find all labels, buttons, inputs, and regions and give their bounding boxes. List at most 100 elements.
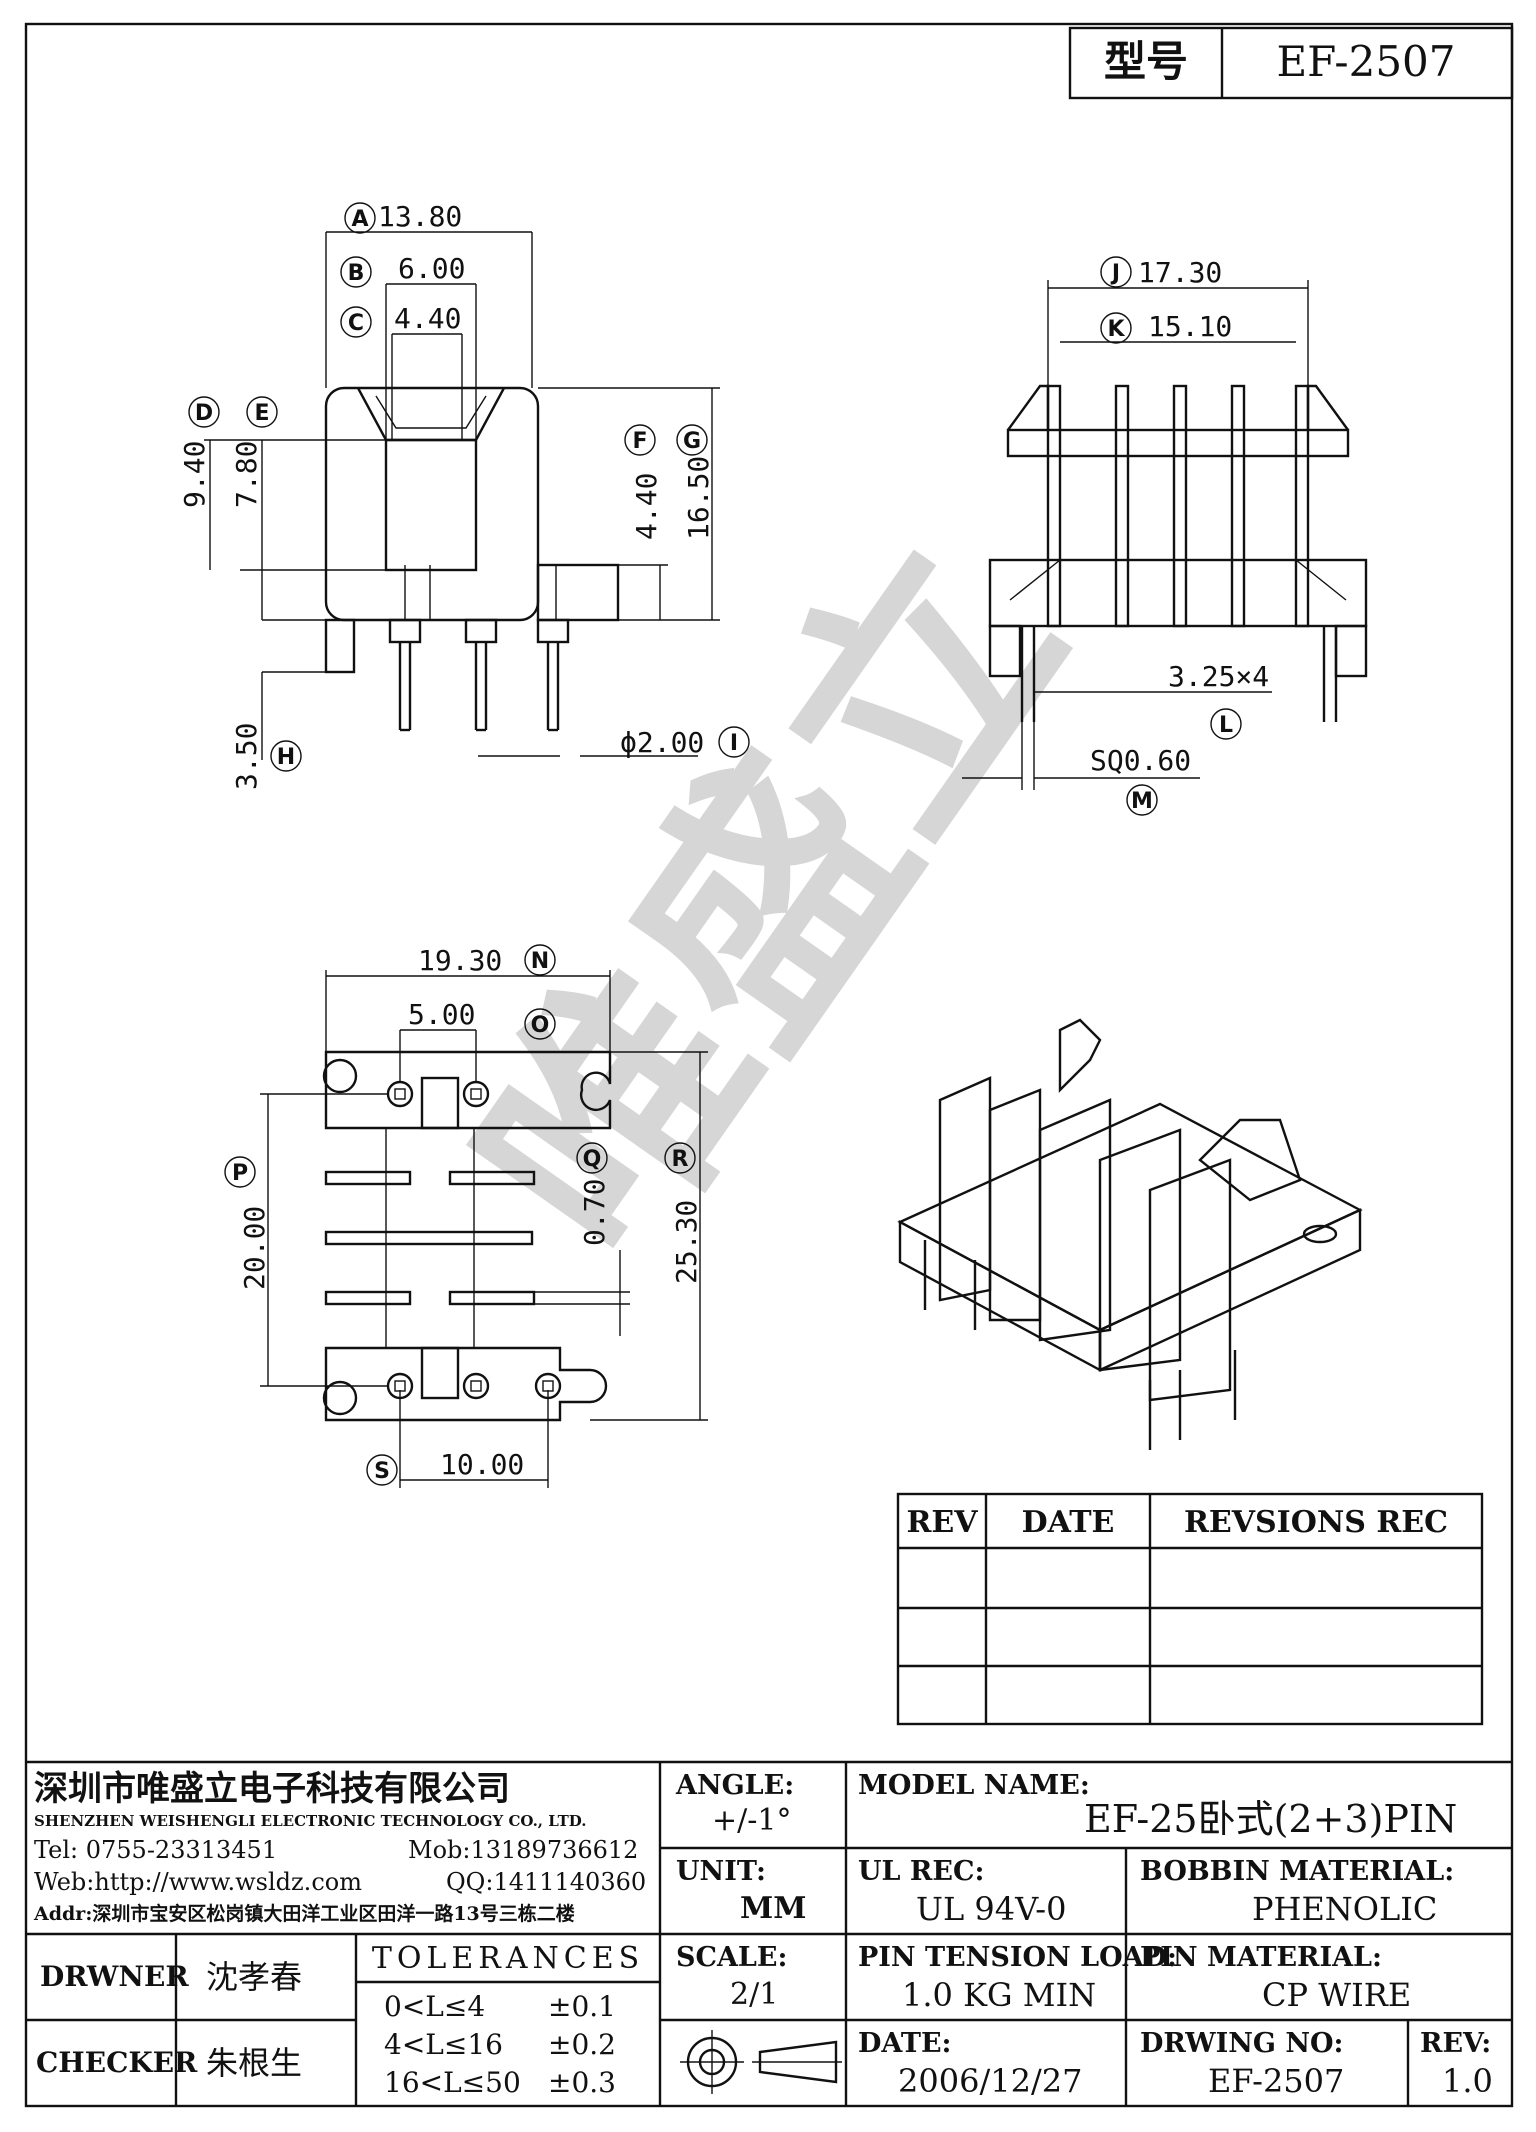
- bobbin-material-value: PHENOLIC: [1252, 1890, 1437, 1928]
- callout-P: P: [224, 1156, 256, 1188]
- callout-G: G: [676, 424, 708, 456]
- company-name-cn: 深圳市唯盛立电子科技有限公司: [34, 1769, 510, 1809]
- callout-F: F: [624, 424, 656, 456]
- callout-N: N: [524, 944, 556, 976]
- rev-label: REV:: [1420, 2028, 1491, 2059]
- pin-tension-value: 1.0 KG MIN: [902, 1976, 1096, 2014]
- drawner-label: DRWNER: [40, 1960, 189, 1993]
- company-mob: Mob:13189736612: [408, 1836, 638, 1864]
- dim-F: 4.40: [630, 473, 663, 540]
- model-label: 型号: [1104, 37, 1188, 86]
- dim-K: 15.10: [1148, 310, 1232, 343]
- drawing-no-value: EF-2507: [1208, 2062, 1344, 2100]
- sheet-border: [24, 22, 1514, 2108]
- dim-C: 4.40: [394, 302, 461, 335]
- svg-text:J: J: [1110, 261, 1120, 286]
- dim-H: 3.50: [230, 723, 263, 790]
- front-view: 13.80 6.00 4.40 9.40 7.80 4.40 16.50 3.5…: [178, 200, 720, 790]
- callout-H: H: [270, 740, 302, 772]
- dim-A: 13.80: [378, 200, 462, 233]
- callout-D: D: [188, 396, 220, 428]
- model-name-label: MODEL NAME:: [858, 1770, 1090, 1801]
- dim-O: 5.00: [408, 998, 475, 1031]
- model-box: [1068, 26, 1514, 100]
- revision-table: REV DATE REVSIONS REC: [896, 1492, 1484, 1726]
- dim-D: 9.40: [178, 441, 211, 508]
- svg-text:F: F: [632, 429, 647, 454]
- dim-R: 25.30: [670, 1200, 703, 1284]
- tolerance-value-2: ±0.2: [548, 2028, 616, 2061]
- svg-text:I: I: [730, 731, 738, 756]
- pin-material-label: PIN MATERIAL:: [1140, 1942, 1382, 1973]
- bobbin-material-label: BOBBIN MATERIAL:: [1140, 1856, 1454, 1887]
- angle-label: ANGLE:: [675, 1770, 794, 1801]
- unit-value: MM: [740, 1891, 806, 1926]
- dim-L: 3.25×4: [1168, 660, 1269, 693]
- svg-text:G: G: [683, 429, 701, 454]
- callout-O: O: [524, 1008, 556, 1040]
- tolerance-range-1: 0<L≤4: [384, 1990, 485, 2023]
- svg-text:A: A: [351, 207, 368, 232]
- dim-P: 20.00: [238, 1206, 271, 1290]
- checker-label: CHECKER: [36, 2046, 198, 2079]
- title-block: 深圳市唯盛立电子科技有限公司 SHENZHEN WEISHENGLI ELECT…: [26, 1760, 1512, 2106]
- svg-text:H: H: [277, 745, 295, 770]
- drawner-value: 沈孝春: [206, 1958, 302, 1996]
- company-address: Addr:深圳市宝安区松岗镇大田洋工业区田洋一路13号三栋二楼: [33, 1902, 575, 1925]
- callout-A: A: [344, 202, 376, 234]
- checker-value: 朱根生: [206, 2044, 302, 2082]
- callout-B: B: [340, 256, 372, 288]
- dim-J: 17.30: [1138, 256, 1222, 289]
- svg-text:Q: Q: [583, 1147, 602, 1172]
- rev-header-date: DATE: [1022, 1505, 1115, 1540]
- dim-M: SQ0.60: [1090, 744, 1191, 777]
- tolerance-range-2: 4<L≤16: [384, 2028, 503, 2061]
- svg-text:R: R: [672, 1147, 689, 1172]
- ul-rec-label: UL REC:: [858, 1856, 984, 1887]
- tolerance-value-1: ±0.1: [548, 1990, 616, 2023]
- callout-I: I: [718, 726, 750, 758]
- unit-label: UNIT:: [676, 1856, 766, 1887]
- svg-text:N: N: [531, 949, 549, 974]
- company-name-en: SHENZHEN WEISHENGLI ELECTRONIC TECHNOLOG…: [34, 1812, 586, 1830]
- company-web: Web:http://www.wsldz.com: [34, 1868, 362, 1896]
- rev-header-rev: REV: [906, 1505, 978, 1540]
- tolerance-range-3: 16<L≤50: [384, 2066, 521, 2099]
- callout-Q: Q: [576, 1142, 608, 1174]
- callout-L: L: [1210, 708, 1242, 740]
- dim-E: 7.80: [230, 441, 263, 508]
- pin-tension-label: PIN TENSION LOAD:: [858, 1942, 1177, 1973]
- svg-text:C: C: [348, 311, 364, 336]
- scale-label: SCALE:: [676, 1942, 787, 1973]
- company-tel: Tel: 0755-23313451: [34, 1836, 277, 1864]
- tolerances-title: TOLERANCES: [372, 1941, 644, 1976]
- model-name-value: EF-25卧式(2+3)PIN: [1084, 1797, 1457, 1841]
- dim-S: 10.00: [440, 1448, 524, 1481]
- tolerance-value-3: ±0.3: [548, 2066, 616, 2099]
- callout-K: K: [1100, 312, 1132, 344]
- dim-Q: 0.70: [578, 1179, 611, 1246]
- callout-J: J: [1100, 256, 1132, 288]
- svg-text:L: L: [1219, 713, 1233, 738]
- scale-value: 2/1: [730, 1977, 778, 2012]
- svg-text:P: P: [232, 1161, 248, 1186]
- svg-text:O: O: [531, 1013, 550, 1038]
- dim-B: 6.00: [398, 252, 465, 285]
- ul-rec-value: UL 94V-0: [916, 1890, 1066, 1928]
- dim-I: ϕ2.00: [620, 726, 704, 759]
- angle-value: +/-1°: [712, 1803, 791, 1838]
- drawing-no-label: DRWING NO:: [1140, 2028, 1344, 2059]
- model-number: EF-2507: [1277, 37, 1456, 86]
- rev-header-rec: REVSIONS REC: [1184, 1505, 1448, 1540]
- company-qq: QQ:1411140360: [446, 1868, 646, 1896]
- bottom-view: 19.30 5.00 20.00 0.70 25.30 10.00: [238, 944, 708, 1488]
- date-label: DATE:: [858, 2028, 952, 2059]
- callout-C: C: [340, 306, 372, 338]
- side-view: 17.30 15.10 3.25×4 SQ0.60: [962, 256, 1368, 790]
- callout-E: E: [246, 396, 278, 428]
- svg-text:K: K: [1107, 317, 1125, 342]
- svg-text:M: M: [1131, 789, 1153, 814]
